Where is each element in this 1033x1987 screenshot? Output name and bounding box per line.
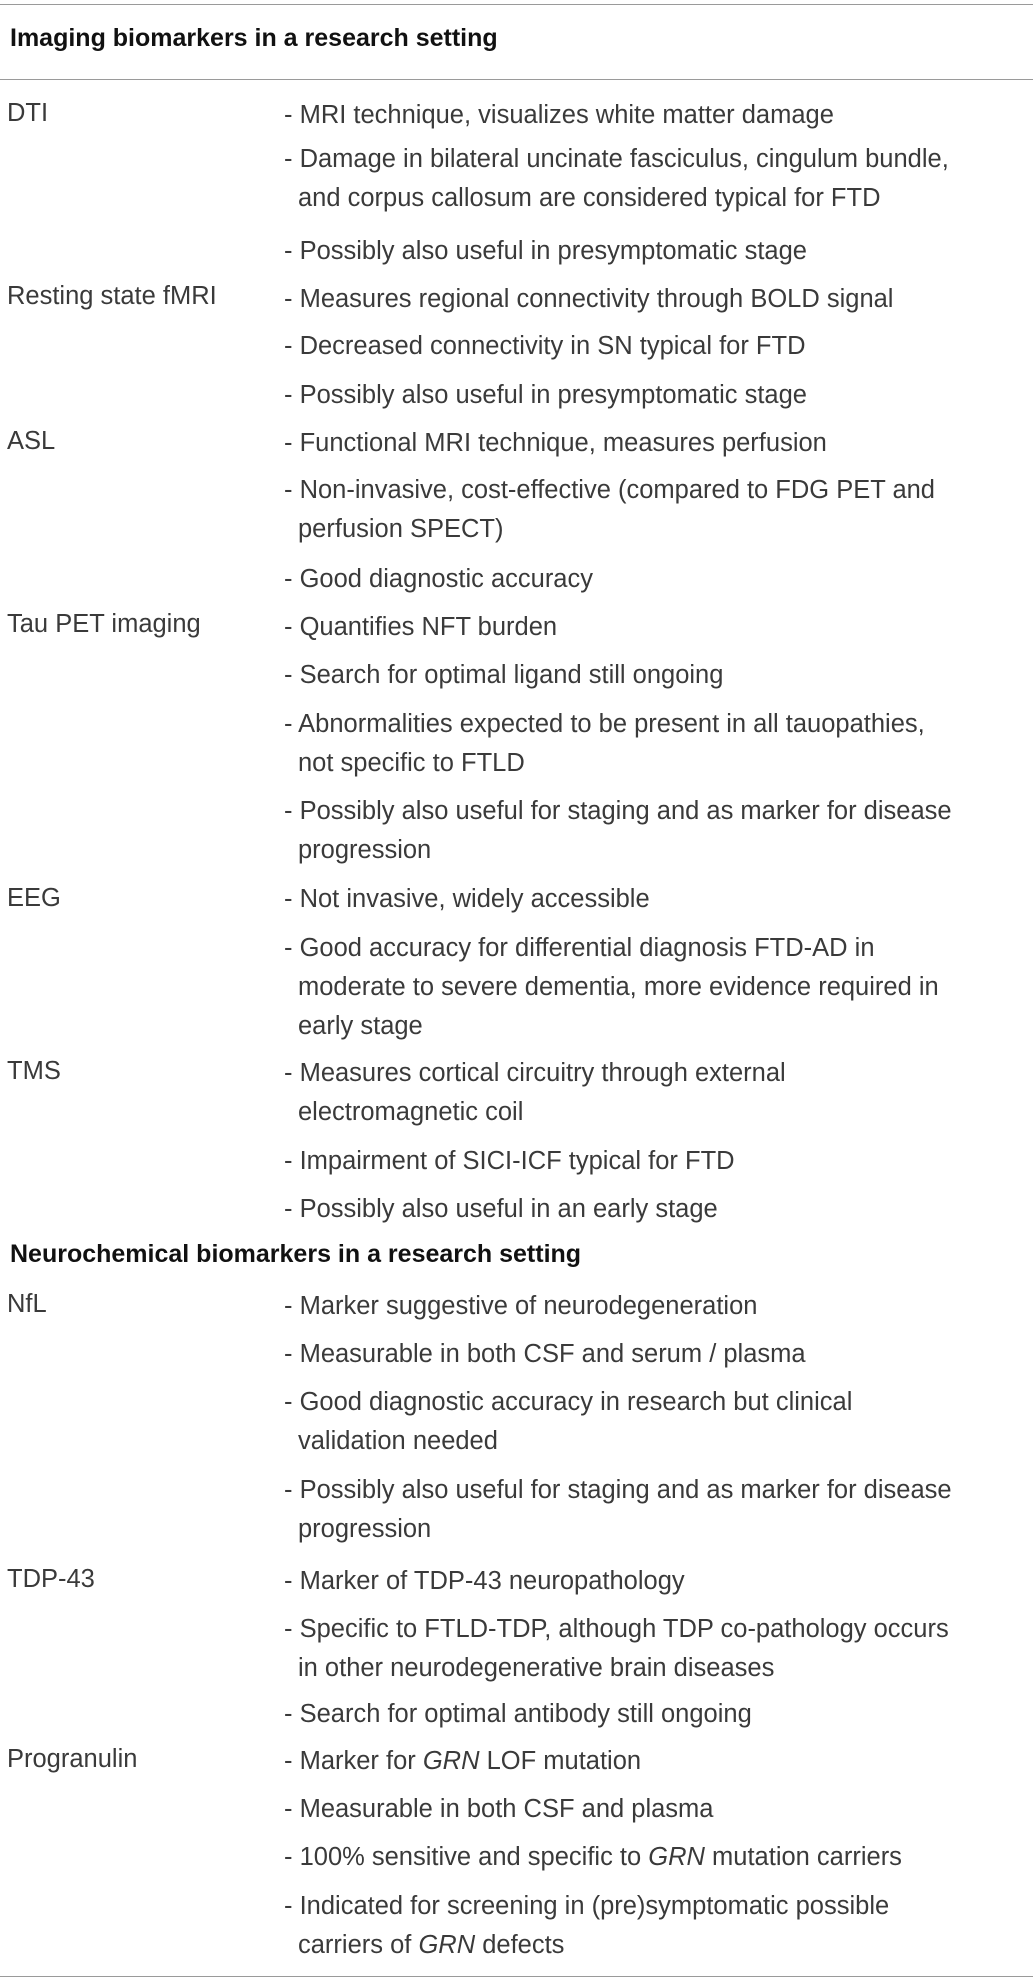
list-item: - Marker suggestive of neurodegeneration bbox=[284, 1292, 758, 1320]
list-item: - Measures cortical circuitry through ex… bbox=[284, 1059, 786, 1126]
row-category: EEG bbox=[7, 884, 61, 912]
list-item: - MRI technique, visualizes white matter… bbox=[284, 101, 834, 129]
list-item: - Measurable in both CSF and plasma bbox=[284, 1795, 714, 1823]
table-top-rule bbox=[0, 4, 1033, 5]
list-item: - Marker of TDP-43 neuropathology bbox=[284, 1567, 685, 1595]
list-item: - Search for optimal antibody still ongo… bbox=[284, 1700, 752, 1728]
section-heading-neurochemical: Neurochemical biomarkers in a research s… bbox=[10, 1240, 582, 1268]
list-item: - Possibly also useful in presymptomatic… bbox=[284, 237, 807, 265]
gene-name: GRN bbox=[422, 1747, 480, 1775]
list-item: - Possibly also useful for staging and a… bbox=[284, 1476, 952, 1543]
section-heading-imaging: Imaging biomarkers in a research setting bbox=[10, 24, 498, 52]
list-item: - Specific to FTLD-TDP, although TDP co-… bbox=[284, 1615, 949, 1682]
list-item: - Good accuracy for differential diagnos… bbox=[284, 934, 939, 1040]
list-item: - 100% sensitive and specific to GRN mut… bbox=[284, 1843, 902, 1871]
table-bottom-rule bbox=[0, 1976, 1033, 1977]
row-category: Resting state fMRI bbox=[7, 282, 217, 310]
list-item: - Good diagnostic accuracy bbox=[284, 565, 593, 593]
list-item: - Decreased connectivity in SN typical f… bbox=[284, 332, 806, 360]
list-item: - Measurable in both CSF and serum / pla… bbox=[284, 1340, 806, 1368]
list-item: - Indicated for screening in (pre)sympto… bbox=[284, 1892, 890, 1959]
list-item: - Abnormalities expected to be present i… bbox=[284, 710, 925, 777]
list-item: - Measures regional connectivity through… bbox=[284, 285, 894, 313]
list-item: - Non-invasive, cost-effective (compared… bbox=[284, 476, 935, 543]
list-item: - Functional MRI technique, measures per… bbox=[284, 429, 827, 457]
list-item: - Search for optimal ligand still ongoin… bbox=[284, 661, 724, 689]
row-category: Progranulin bbox=[7, 1745, 138, 1773]
row-category: TMS bbox=[7, 1057, 61, 1085]
row-category: NfL bbox=[7, 1290, 47, 1318]
list-item: - Possibly also useful for staging and a… bbox=[284, 797, 952, 864]
header-rule bbox=[0, 79, 1033, 80]
list-item: - Not invasive, widely accessible bbox=[284, 885, 650, 913]
list-item: - Possibly also useful in an early stage bbox=[284, 1195, 718, 1223]
list-item: - Damage in bilateral uncinate fasciculu… bbox=[284, 145, 949, 212]
row-category: Tau PET imaging bbox=[7, 610, 201, 638]
gene-name: GRN bbox=[418, 1931, 476, 1959]
gene-name: GRN bbox=[648, 1843, 705, 1871]
list-item: - Marker for GRN LOF mutation bbox=[284, 1747, 642, 1775]
row-category: ASL bbox=[7, 427, 56, 455]
list-item: - Impairment of SICI-ICF typical for FTD bbox=[284, 1147, 735, 1175]
list-item: - Possibly also useful in presymptomatic… bbox=[284, 381, 807, 409]
row-category: TDP-43 bbox=[7, 1565, 95, 1593]
list-item: - Quantifies NFT burden bbox=[284, 613, 558, 641]
row-category: DTI bbox=[7, 99, 49, 127]
list-item: - Good diagnostic accuracy in research b… bbox=[284, 1388, 853, 1455]
